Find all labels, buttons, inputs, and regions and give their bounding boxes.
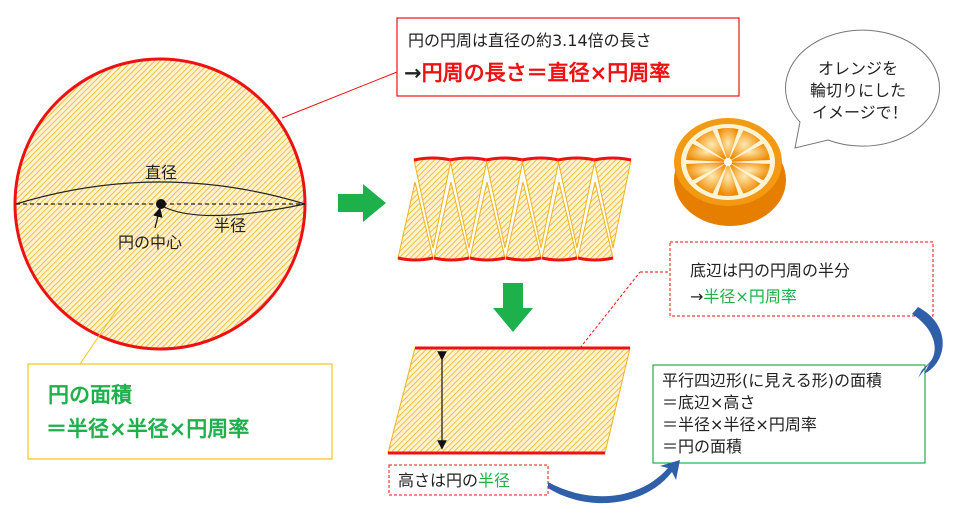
box-line: ＝円の面積 bbox=[662, 437, 742, 456]
circle-area-box: 円の面積 ＝半径×半径×円周率 bbox=[27, 363, 333, 460]
slice-arc-top bbox=[557, 156, 596, 162]
curved-arrow-icon bbox=[548, 460, 680, 504]
rearranged-slices bbox=[397, 156, 632, 262]
base-formula: →半径×円周率 bbox=[690, 287, 797, 306]
bubble-line: オレンジを bbox=[818, 59, 898, 78]
bubble-line: 輪切りにした bbox=[810, 81, 906, 100]
slice-arc-bottom bbox=[397, 256, 434, 262]
parallelogram-figure bbox=[387, 346, 631, 455]
area-formula: ＝半径×半径×円周率 bbox=[46, 417, 249, 441]
slice-arc-top bbox=[413, 156, 452, 162]
orange-segment bbox=[728, 162, 761, 194]
down-arrow-icon bbox=[493, 283, 533, 332]
base-box: 底辺は円の円周の半分 →半径×円周率 bbox=[669, 241, 934, 317]
base-text: 底辺は円の円周の半分 bbox=[690, 261, 850, 280]
slice-arc-bottom bbox=[541, 256, 578, 262]
area-title: 円の面積 bbox=[48, 383, 133, 407]
slice-arc-top bbox=[521, 156, 560, 162]
box-line: ＝半径×半径×円周率 bbox=[662, 415, 817, 434]
orange-slice-image bbox=[674, 118, 786, 226]
circumference-text: 円の円周は直径の約3.14倍の長さ bbox=[408, 31, 652, 50]
orange-segment bbox=[686, 162, 728, 181]
slice-arc-top bbox=[593, 156, 632, 162]
orange-segment bbox=[728, 130, 761, 162]
orange-segment bbox=[695, 162, 728, 194]
orange-segment bbox=[728, 143, 770, 162]
radius-label: 半径 bbox=[214, 216, 246, 235]
speech-bubble: オレンジを 輪切りにした イメージで！ bbox=[785, 29, 941, 149]
slice-arc-top bbox=[485, 156, 524, 162]
slice-arc-bottom bbox=[577, 256, 614, 262]
height-text: 高さは円の半径 bbox=[398, 471, 510, 490]
slice-arc-bottom bbox=[505, 256, 542, 262]
center-label: 円の中心 bbox=[118, 233, 182, 252]
orange-segment bbox=[728, 162, 770, 181]
curved-arrow-icon bbox=[912, 307, 943, 374]
orange-segment bbox=[717, 162, 739, 196]
diameter-label: 直径 bbox=[145, 163, 177, 182]
circumference-box: 円の円周は直径の約3.14倍の長さ →円周の長さ＝直径×円周率 bbox=[396, 17, 740, 97]
slice-arc-top bbox=[449, 156, 488, 162]
circumference-formula: →円周の長さ＝直径×円周率 bbox=[404, 61, 670, 85]
orange-segment bbox=[686, 143, 728, 162]
orange-segment bbox=[695, 130, 728, 162]
slice-arc-bottom bbox=[469, 256, 506, 262]
orange-segment bbox=[717, 128, 739, 162]
slice-arc-bottom bbox=[433, 256, 470, 262]
parallelogram-area-box: 平行四辺形(に見える形)の面積 ＝底辺×高さ ＝半径×半径×円周率 ＝円の面積 bbox=[652, 364, 926, 464]
right-arrow-icon bbox=[338, 184, 386, 222]
box-line: ＝底辺×高さ bbox=[662, 393, 755, 412]
box-line: 平行四辺形(に見える形)の面積 bbox=[662, 371, 882, 390]
center-dot bbox=[156, 199, 166, 209]
height-box: 高さは円の半径 bbox=[388, 464, 549, 496]
bubble-line: イメージで！ bbox=[812, 103, 908, 122]
circle-figure: 直径 半径 円の中心 bbox=[13, 57, 307, 351]
